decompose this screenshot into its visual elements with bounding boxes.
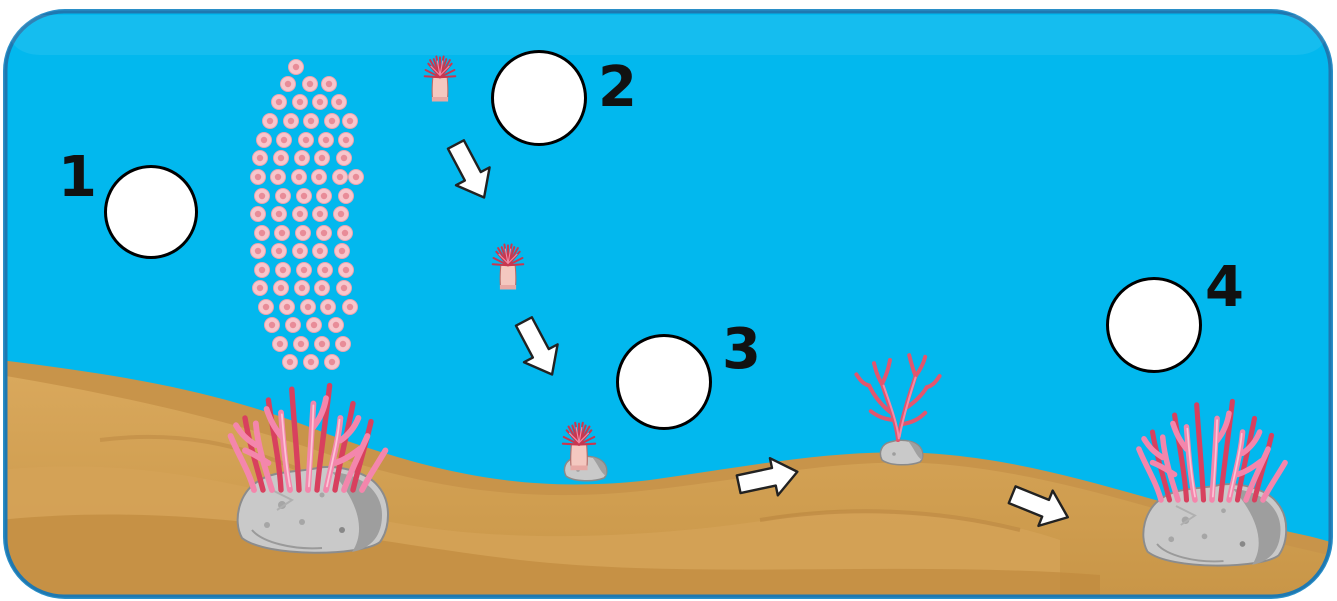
egg [293,95,308,110]
egg [276,263,291,278]
egg [336,337,351,352]
egg [294,337,309,352]
egg [263,114,278,129]
egg [275,226,290,241]
egg [304,114,319,129]
egg [317,226,332,241]
egg [322,77,337,92]
egg [337,151,352,166]
egg [253,151,268,166]
egg [289,60,304,75]
egg [299,133,314,148]
egg [293,244,308,259]
egg [293,207,308,222]
egg [295,281,310,296]
egg [303,77,318,92]
egg [295,151,310,166]
egg [315,281,330,296]
egg [255,263,270,278]
egg [280,300,295,315]
egg [272,244,287,259]
egg [277,133,292,148]
egg [329,318,344,333]
egg [315,337,330,352]
egg [255,189,270,204]
egg [343,114,358,129]
egg [325,114,340,129]
egg [335,244,350,259]
egg [255,226,270,241]
egg [333,170,348,185]
egg [313,207,328,222]
egg [274,151,289,166]
egg [339,133,354,148]
egg [325,355,340,370]
egg [319,133,334,148]
egg [251,207,266,222]
egg [343,300,358,315]
egg [297,263,312,278]
egg [272,207,287,222]
stage-answer-circle[interactable] [104,165,198,259]
egg [349,170,364,185]
egg [292,170,307,185]
egg [283,355,298,370]
egg [251,170,266,185]
panel-gloss [10,15,1326,55]
egg [301,300,316,315]
egg [284,114,299,129]
egg [253,281,268,296]
egg [321,300,336,315]
stage-number: 4 [1205,260,1244,316]
egg [286,318,301,333]
egg [307,318,322,333]
stage-answer-circle[interactable] [491,50,587,146]
stage-answer-circle[interactable] [616,334,712,430]
egg [317,189,332,204]
stage-number: 3 [722,322,761,378]
egg [313,95,328,110]
egg [304,355,319,370]
egg [281,77,296,92]
egg [276,189,291,204]
stage-answer-circle[interactable] [1106,277,1202,373]
egg [265,318,280,333]
egg [312,170,327,185]
egg [274,281,289,296]
stage-number: 2 [598,60,637,116]
egg [339,189,354,204]
egg [273,337,288,352]
egg [337,281,352,296]
egg [251,244,266,259]
egg [338,226,353,241]
stage-number: 1 [58,150,97,206]
egg [334,207,349,222]
egg [313,244,328,259]
egg [315,151,330,166]
rock-icon [880,440,922,464]
egg [271,170,286,185]
egg [272,95,287,110]
egg [297,189,312,204]
egg [318,263,333,278]
egg [259,300,274,315]
egg [296,226,311,241]
egg [339,263,354,278]
egg [257,133,272,148]
egg [332,95,347,110]
